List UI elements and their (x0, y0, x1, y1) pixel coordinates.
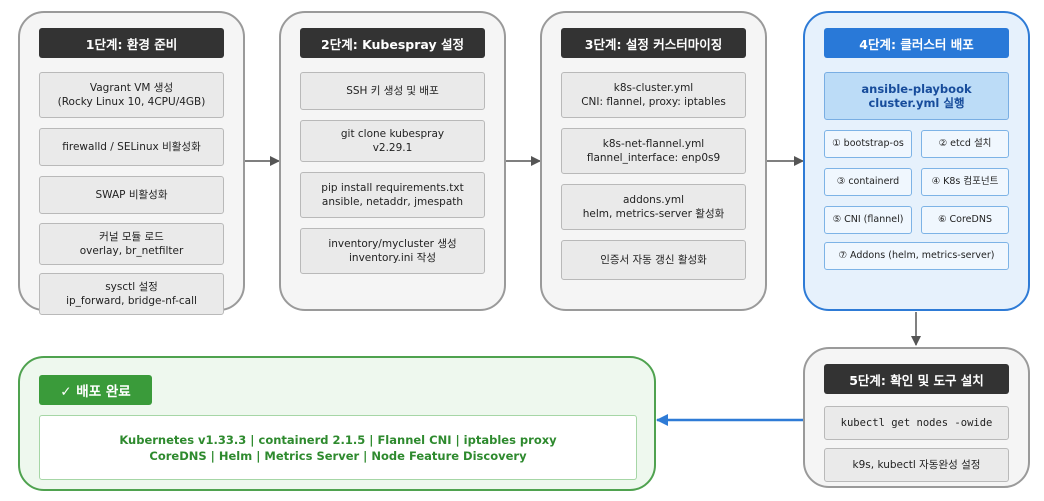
deploy-complete-summary: Kubernetes v1.33.3 | containerd 2.1.5 | … (39, 415, 637, 480)
stage-2-kubespray-setup: 2단계: Kubespray 설정 SSH 키 생성 및 배포 git clon… (279, 11, 506, 311)
stage-1-item-vagrant-vm: Vagrant VM 생성 (Rocky Linux 10, 4CPU/4GB) (39, 72, 224, 118)
stage-5-kubectl-command: kubectl get nodes -owide (824, 406, 1009, 440)
stage-4-step-cni-flannel: ⑤ CNI (flannel) (824, 206, 912, 234)
stage-4-title: 4단계: 클러스터 배포 (824, 28, 1009, 58)
stage-5-title: 5단계: 확인 및 도구 설치 (824, 364, 1009, 394)
item-line-2: CNI: flannel, proxy: iptables (581, 96, 726, 108)
playbook-line-2: cluster.yml 실행 (868, 96, 965, 110)
stage-5-verify-and-tools: 5단계: 확인 및 도구 설치 kubectl get nodes -owide… (803, 347, 1030, 488)
item-line-2: ansible, netaddr, jmespath (321, 196, 464, 208)
item-line-1: inventory/mycluster 생성 (328, 238, 457, 250)
item-line-1: Vagrant VM 생성 (89, 82, 174, 94)
stage-2-item-inventory: inventory/mycluster 생성 inventory.ini 작성 (300, 228, 485, 274)
stage-4-ansible-playbook: ansible-playbook cluster.yml 실행 (824, 72, 1009, 120)
stage-4-cluster-deploy: 4단계: 클러스터 배포 ansible-playbook cluster.ym… (803, 11, 1030, 311)
item-line-1: sysctl 설정 (105, 281, 158, 293)
item-line-2: v2.29.1 (372, 142, 413, 154)
stage-3-item-k8s-cluster-yml: k8s-cluster.yml CNI: flannel, proxy: ipt… (561, 72, 746, 118)
deploy-complete-title: ✓ 배포 완료 (39, 375, 152, 405)
item-line-1: 인증서 자동 갱신 활성화 (600, 254, 707, 266)
stage-3-item-cert-renewal: 인증서 자동 갱신 활성화 (561, 240, 746, 280)
summary-line-1: Kubernetes v1.33.3 | containerd 2.1.5 | … (119, 432, 557, 447)
stage-1-environment-prep: 1단계: 환경 준비 Vagrant VM 생성 (Rocky Linux 10… (18, 11, 245, 315)
stage-1-item-kernel-modules: 커널 모듈 로드 overlay, br_netfilter (39, 223, 224, 265)
stage-2-title: 2단계: Kubespray 설정 (300, 28, 485, 58)
item-line-1: k8s-cluster.yml (613, 82, 694, 94)
stage-3-item-flannel-yml: k8s-net-flannel.yml flannel_interface: e… (561, 128, 746, 174)
stage-4-step-etcd: ② etcd 설치 (921, 130, 1009, 158)
stage-4-step-k8s-components: ④ K8s 컴포넌트 (921, 168, 1009, 196)
stage-3-item-addons-yml: addons.yml helm, metrics-server 활성화 (561, 184, 746, 230)
item-line-2: inventory.ini 작성 (349, 252, 436, 264)
stage-5-tools-setup: k9s, kubectl 자동완성 설정 (824, 448, 1009, 482)
item-line-1: pip install requirements.txt (321, 182, 464, 194)
item-line-1: k8s-net-flannel.yml (602, 138, 705, 150)
playbook-line-1: ansible-playbook (861, 82, 972, 96)
stage-1-item-firewalld-selinux: firewalld / SELinux 비활성화 (39, 128, 224, 166)
item-line-2: flannel_interface: enp0s9 (586, 152, 721, 164)
stage-2-item-git-clone: git clone kubespray v2.29.1 (300, 120, 485, 162)
item-line-2: helm, metrics-server 활성화 (582, 208, 725, 220)
stage-2-item-pip-install: pip install requirements.txt ansible, ne… (300, 172, 485, 218)
item-line-1: git clone kubespray (340, 128, 445, 140)
stage-1-item-sysctl: sysctl 설정 ip_forward, bridge-nf-call (39, 273, 224, 315)
stage-4-step-coredns: ⑥ CoreDNS (921, 206, 1009, 234)
stage-1-item-swap: SWAP 비활성화 (39, 176, 224, 214)
deploy-complete-panel: ✓ 배포 완료 Kubernetes v1.33.3 | containerd … (18, 356, 656, 491)
item-line-1: SWAP 비활성화 (95, 189, 168, 201)
stage-2-item-ssh-key: SSH 키 생성 및 배포 (300, 72, 485, 110)
item-line-1: firewalld / SELinux 비활성화 (62, 141, 201, 153)
summary-line-2: CoreDNS | Helm | Metrics Server | Node F… (149, 448, 527, 463)
stage-4-step-bootstrap-os: ① bootstrap-os (824, 130, 912, 158)
item-line-1: SSH 키 생성 및 배포 (346, 85, 439, 97)
stage-4-step-addons: ⑦ Addons (helm, metrics-server) (824, 242, 1009, 270)
item-line-2: (Rocky Linux 10, 4CPU/4GB) (57, 96, 206, 108)
item-line-1: 커널 모듈 로드 (99, 231, 164, 243)
stage-3-config-customizing: 3단계: 설정 커스터마이징 k8s-cluster.yml CNI: flan… (540, 11, 767, 311)
item-line-1: addons.yml (622, 194, 684, 206)
item-line-2: ip_forward, bridge-nf-call (66, 295, 197, 307)
stage-1-title: 1단계: 환경 준비 (39, 28, 224, 58)
stage-4-step-containerd: ③ containerd (824, 168, 912, 196)
stage-3-title: 3단계: 설정 커스터마이징 (561, 28, 746, 58)
item-line-2: overlay, br_netfilter (79, 245, 184, 257)
